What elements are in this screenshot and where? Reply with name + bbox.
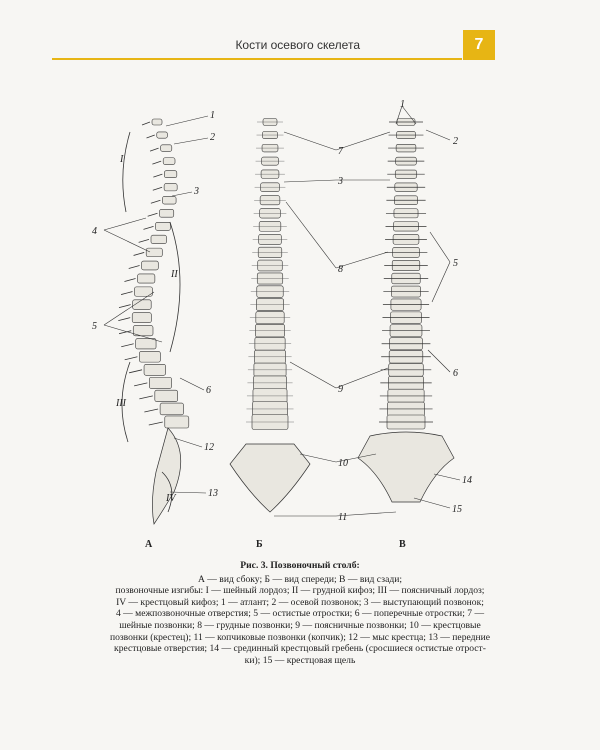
label-3b: 3 xyxy=(337,176,343,187)
label-9: 9 xyxy=(338,384,343,395)
caption-line: IV — крестцовый кифоз; 1 — атлант; 2 — о… xyxy=(116,596,484,608)
label-10: 10 xyxy=(338,458,348,469)
page-number: 7 xyxy=(463,30,495,60)
posterior-spine-drawing xyxy=(357,118,455,503)
curve-bracket-sacral xyxy=(161,471,173,513)
caption-line: позвонки (крестец); 11 — копчиковые позв… xyxy=(109,631,491,643)
curve-bracket-thoracic xyxy=(169,221,181,353)
caption-line: шейные позвонки; 8 — грудные позвонки; 9… xyxy=(119,619,481,631)
label-7: 7 xyxy=(338,146,344,157)
label-5: 5 xyxy=(92,321,97,332)
label-6: 6 xyxy=(206,385,211,396)
curve-label-IV: IV xyxy=(165,493,177,504)
label-1c: 1 xyxy=(400,99,405,110)
label-1: 1 xyxy=(210,110,215,121)
label-11: 11 xyxy=(338,512,347,523)
chapter-title: Кости осевого скелета xyxy=(235,38,360,52)
curve-label-III: III xyxy=(115,398,127,409)
caption-line: позвоночные изгибы: I — шейный лордоз; I… xyxy=(115,585,485,597)
caption-title: Рис. 3. Позвоночный столб: xyxy=(240,560,360,571)
curve-bracket-lumbar xyxy=(121,361,131,443)
label-13: 13 xyxy=(208,488,218,499)
panel-label-v: В xyxy=(399,539,406,550)
curve-label-I: I xyxy=(119,154,124,165)
caption-line: крестцовые отверстия; 14 — срединный кре… xyxy=(114,643,486,655)
label-8: 8 xyxy=(338,264,343,275)
label-4: 4 xyxy=(92,226,97,237)
panel-label-a: А xyxy=(145,539,153,550)
label-14: 14 xyxy=(462,475,472,486)
label-12: 12 xyxy=(204,442,214,453)
caption-line: 4 — межпозвоночные отверстия; 5 — остист… xyxy=(115,608,485,620)
caption-line: ки); 15 — крестцовая щель xyxy=(244,654,356,666)
panel-label-b: Б xyxy=(256,539,263,550)
curve-label-II: II xyxy=(170,269,178,280)
label-6c: 6 xyxy=(453,368,458,379)
spine-figure: I II III IV 1 2 3 4 5 6 12 13 7 3 8 9 10… xyxy=(70,92,490,562)
label-2: 2 xyxy=(210,132,215,143)
caption-line: А — вид сбоку; Б — вид спереди; В — вид … xyxy=(197,573,403,585)
label-15: 15 xyxy=(452,504,462,515)
figure-caption: Рис. 3. Позвоночный столб: А — вид сбоку… xyxy=(70,560,530,666)
curve-bracket-cervical xyxy=(122,131,131,213)
label-3: 3 xyxy=(193,186,199,197)
label-5c: 5 xyxy=(453,258,458,269)
leader-lines xyxy=(103,105,461,517)
lateral-spine-drawing xyxy=(118,118,190,525)
anterior-spine-drawing xyxy=(229,118,311,513)
label-2c: 2 xyxy=(453,136,458,147)
running-header: Кости осевого скелета xyxy=(52,34,462,60)
